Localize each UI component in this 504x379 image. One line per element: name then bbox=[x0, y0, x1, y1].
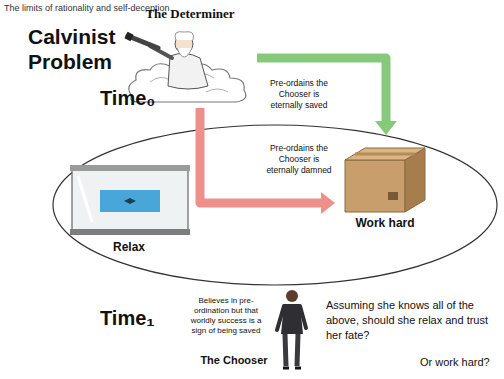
arrow-head bbox=[375, 121, 397, 135]
main-heading: Calvinist Problem bbox=[28, 24, 138, 74]
arrow-shaft bbox=[257, 58, 386, 122]
glass-case bbox=[70, 165, 190, 235]
chooser-figure bbox=[277, 290, 306, 368]
chooser-arms bbox=[277, 306, 306, 330]
chooser-legs bbox=[285, 334, 298, 366]
arrow-label: Pre-ordains the Chooser is eternally dam… bbox=[262, 143, 336, 176]
hair bbox=[175, 32, 194, 40]
chooser-shoes bbox=[283, 367, 301, 370]
chooser-name: The Chooser bbox=[191, 354, 277, 367]
question-note: Assuming she knows all of the above, sho… bbox=[326, 298, 498, 343]
fate-arrow bbox=[257, 58, 397, 135]
beard bbox=[177, 48, 192, 57]
glass-glare bbox=[78, 176, 92, 222]
blue-panel bbox=[100, 190, 160, 212]
fate-arrow bbox=[200, 108, 335, 214]
question-note: Or work hard? bbox=[420, 356, 500, 369]
glass bbox=[72, 170, 188, 230]
time-label: Time₁ bbox=[100, 306, 170, 330]
robe bbox=[168, 53, 208, 89]
chooser-figure: Believes in pre-ordination but that worl… bbox=[185, 292, 310, 372]
box-top bbox=[345, 148, 425, 160]
node-heading: The Determiner bbox=[125, 6, 255, 22]
tiny-figure bbox=[124, 198, 136, 204]
relax-option: Relax bbox=[65, 160, 195, 260]
box-front bbox=[345, 160, 405, 212]
determiner-figure: The Determiner bbox=[125, 4, 257, 108]
box-mark bbox=[388, 192, 398, 200]
arrow-label: Pre-ordains the Chooser is eternally sav… bbox=[262, 78, 336, 111]
telescope bbox=[128, 36, 158, 48]
option-label: Relax bbox=[65, 240, 193, 254]
telescope-lens bbox=[126, 35, 132, 38]
arrow-head bbox=[321, 192, 335, 214]
belief-note: Believes in pre-ordination but that worl… bbox=[185, 296, 267, 336]
case-lid bbox=[70, 165, 190, 171]
cardboard-box bbox=[345, 148, 425, 212]
box-tape bbox=[355, 153, 415, 156]
option-label: Work hard bbox=[335, 216, 435, 230]
case-base bbox=[70, 229, 190, 235]
chooser-head bbox=[286, 290, 298, 302]
work-option: Work hard bbox=[335, 135, 437, 235]
time-label: Time₀ bbox=[100, 86, 170, 110]
